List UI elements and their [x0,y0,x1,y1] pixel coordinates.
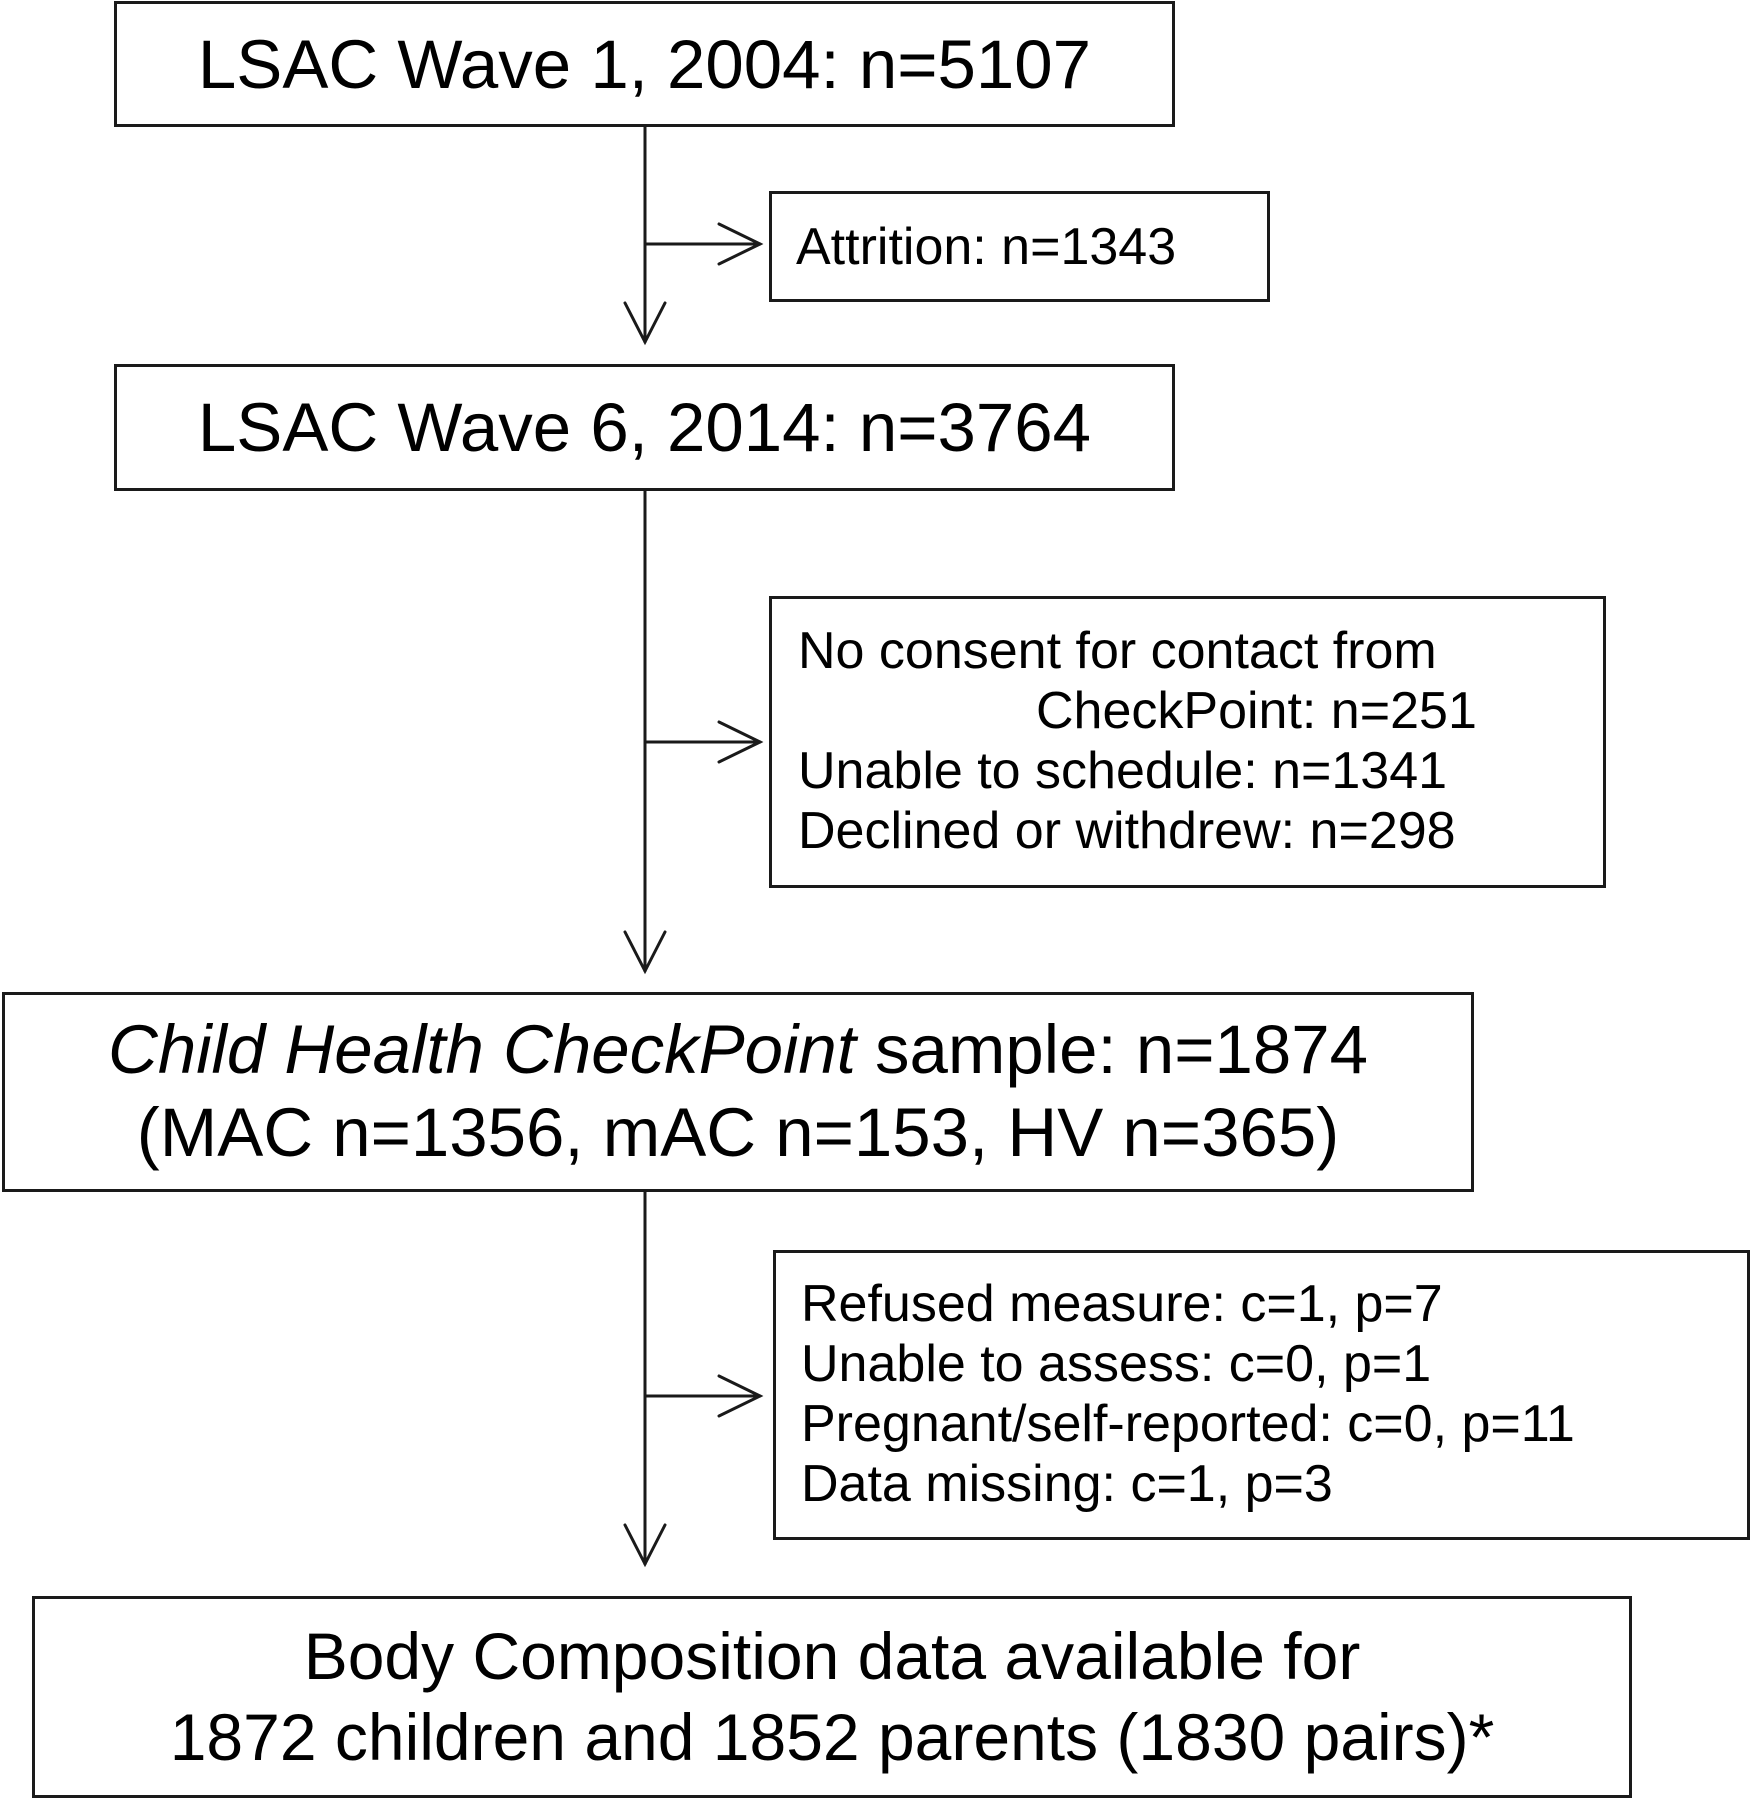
final-line: Body Composition data available for [303,1619,1361,1694]
wave6-box: LSAC Wave 6, 2014: n=3764 [114,364,1175,491]
arrowhead-exclusions-2 [717,1374,764,1418]
exclusions-box-1: No consent for contact from CheckPoint: … [769,596,1606,888]
exclusion-line: Pregnant/self-reported: c=0, p=11 [801,1395,1575,1453]
arrowhead-exclusions-1 [717,720,764,764]
arrowhead-checkpoint [623,930,667,975]
exclusion-line: CheckPoint: n=251 [1036,682,1477,741]
arrowhead-wave6 [623,301,667,346]
wave1-box: LSAC Wave 1, 2004: n=5107 [114,1,1175,127]
exclusions-box-2: Refused measure: c=1, p=7 Unable to asse… [773,1250,1750,1540]
final-sample-box: Body Composition data available for 1872… [32,1596,1632,1798]
checkpoint-title: Child Health CheckPoint sample: n=1874 [108,1009,1368,1092]
arrowhead-final [623,1523,667,1568]
checkpoint-subtitle: (MAC n=1356, mAC n=153, HV n=365) [136,1094,1340,1171]
wave1-label: LSAC Wave 1, 2004: n=5107 [197,25,1092,103]
attrition-label: Attrition: n=1343 [796,217,1177,276]
exclusion-line: Unable to assess: c=0, p=1 [801,1335,1432,1394]
arrowhead-attrition [717,222,764,266]
checkpoint-sample-box: Child Health CheckPoint sample: n=1874 (… [2,992,1474,1192]
exclusion-line: Declined or withdrew: n=298 [798,801,1456,860]
wave6-label: LSAC Wave 6, 2014: n=3764 [197,389,1092,466]
exclusion-line: No consent for contact from [798,622,1437,681]
exclusion-line: Unable to schedule: n=1341 [798,742,1448,800]
checkpoint-title-italic: Child Health CheckPoint [108,1011,856,1089]
attrition-box: Attrition: n=1343 [769,191,1270,302]
final-line: 1872 children and 1852 parents (1830 pai… [169,1700,1495,1774]
exclusion-line: Data missing: c=1, p=3 [801,1454,1333,1513]
checkpoint-title-rest: sample: n=1874 [855,1011,1368,1089]
exclusion-line: Refused measure: c=1, p=7 [801,1275,1443,1334]
